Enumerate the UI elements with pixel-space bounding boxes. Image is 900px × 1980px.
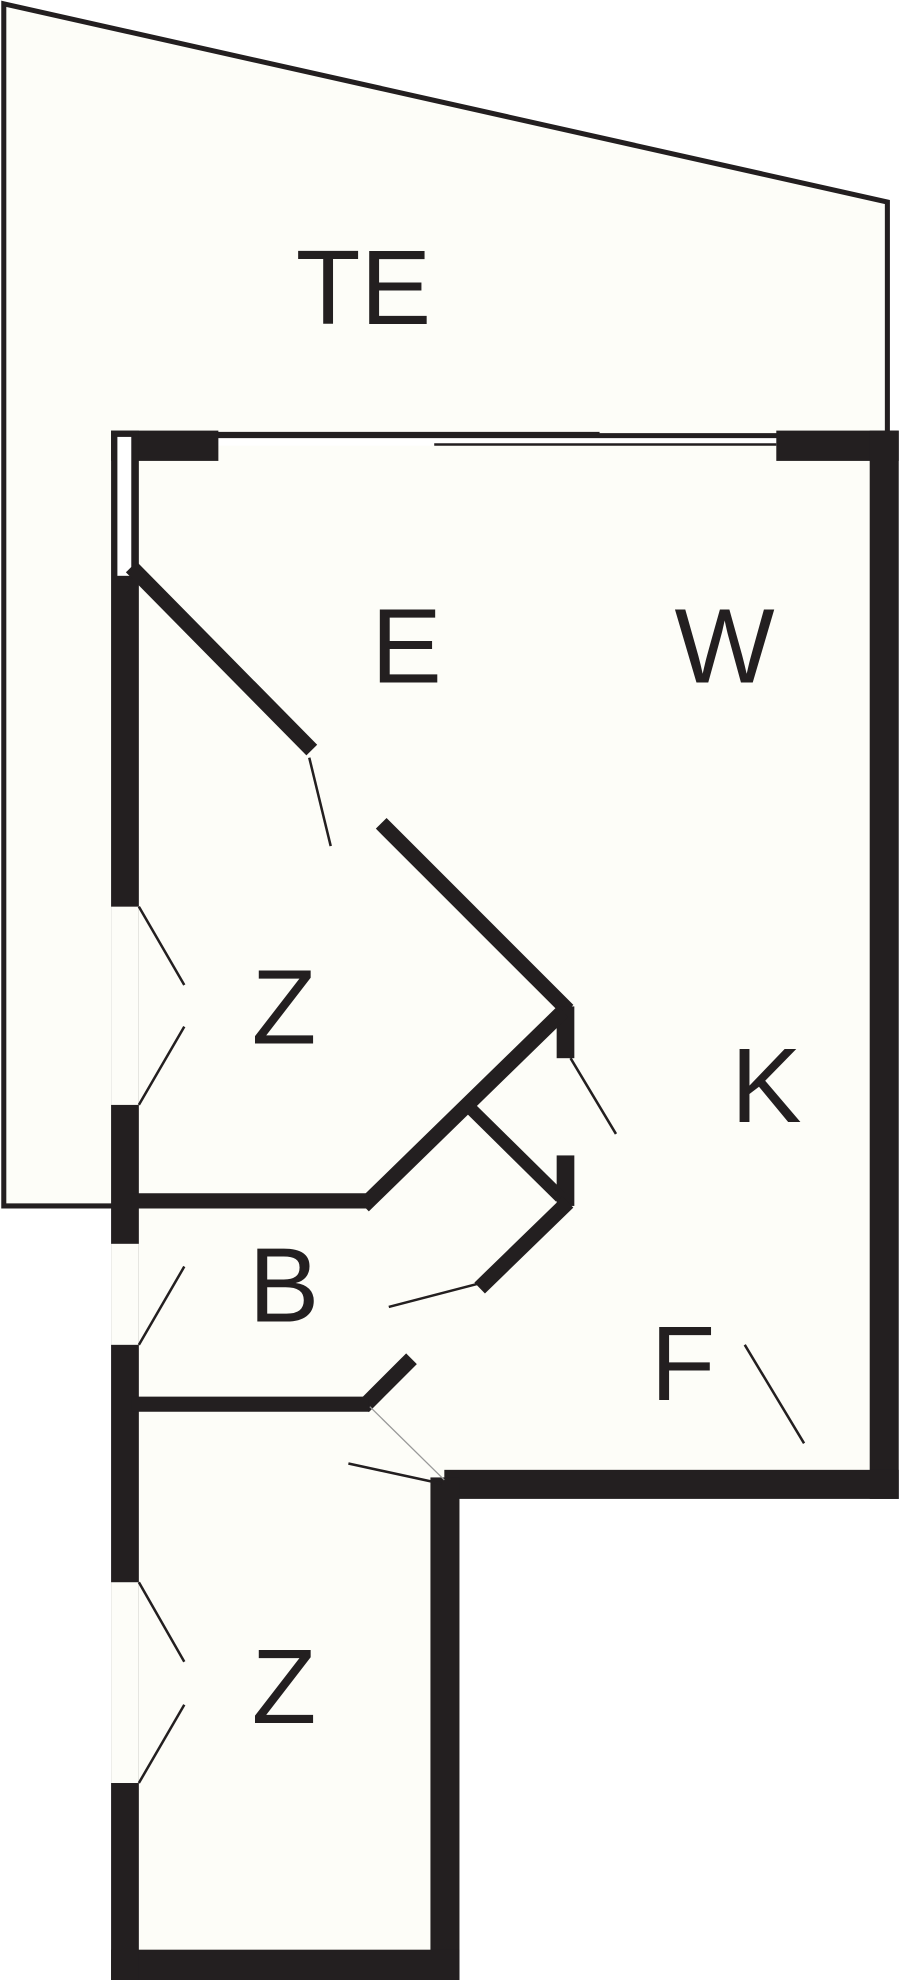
- room-label-terrace: TE: [296, 229, 431, 347]
- window-z1: [111, 906, 139, 1105]
- wall-bottom: [111, 1949, 460, 1980]
- apartment-floor: [124, 445, 884, 1965]
- door-leaf-z2: [369, 1406, 445, 1481]
- room-label-living: W: [675, 588, 775, 706]
- door-swing-k: [569, 1057, 618, 1135]
- wall-bottom-k: [444, 1469, 899, 1499]
- door-swing-z2: [348, 1462, 443, 1485]
- wall-closet: [465, 1102, 565, 1202]
- room-label-bathroom: B: [249, 1226, 320, 1344]
- window-swing: [137, 1265, 186, 1346]
- window-swing: [137, 906, 186, 986]
- wall-b-k: [474, 1196, 574, 1294]
- wall-kitchen-b: [556, 1155, 575, 1206]
- door-swing-f: [743, 1344, 806, 1444]
- room-label-bedroom-2: Z: [252, 1628, 317, 1746]
- room-label-kitchen: K: [731, 1027, 802, 1145]
- room-label-bedroom-1: Z: [252, 949, 317, 1067]
- door-swing-z1: [308, 757, 332, 847]
- window-e: [114, 434, 134, 579]
- window-z2: [111, 1582, 139, 1784]
- room-label-entrance: E: [371, 588, 442, 706]
- wall-right: [869, 430, 899, 1499]
- door-swing-b: [388, 1280, 487, 1309]
- window-b: [111, 1243, 139, 1345]
- wall-e-z: [125, 561, 318, 756]
- window-swing: [137, 1704, 186, 1784]
- window-swing: [137, 1581, 186, 1663]
- wall-z2-right: [430, 1477, 460, 1980]
- wall-e-z-2: [375, 817, 574, 1016]
- room-label-f: F: [651, 1305, 716, 1423]
- wall-z-diagonal: [358, 1006, 569, 1212]
- wall-b-k-2: [358, 1353, 417, 1413]
- window-swing: [137, 1025, 186, 1106]
